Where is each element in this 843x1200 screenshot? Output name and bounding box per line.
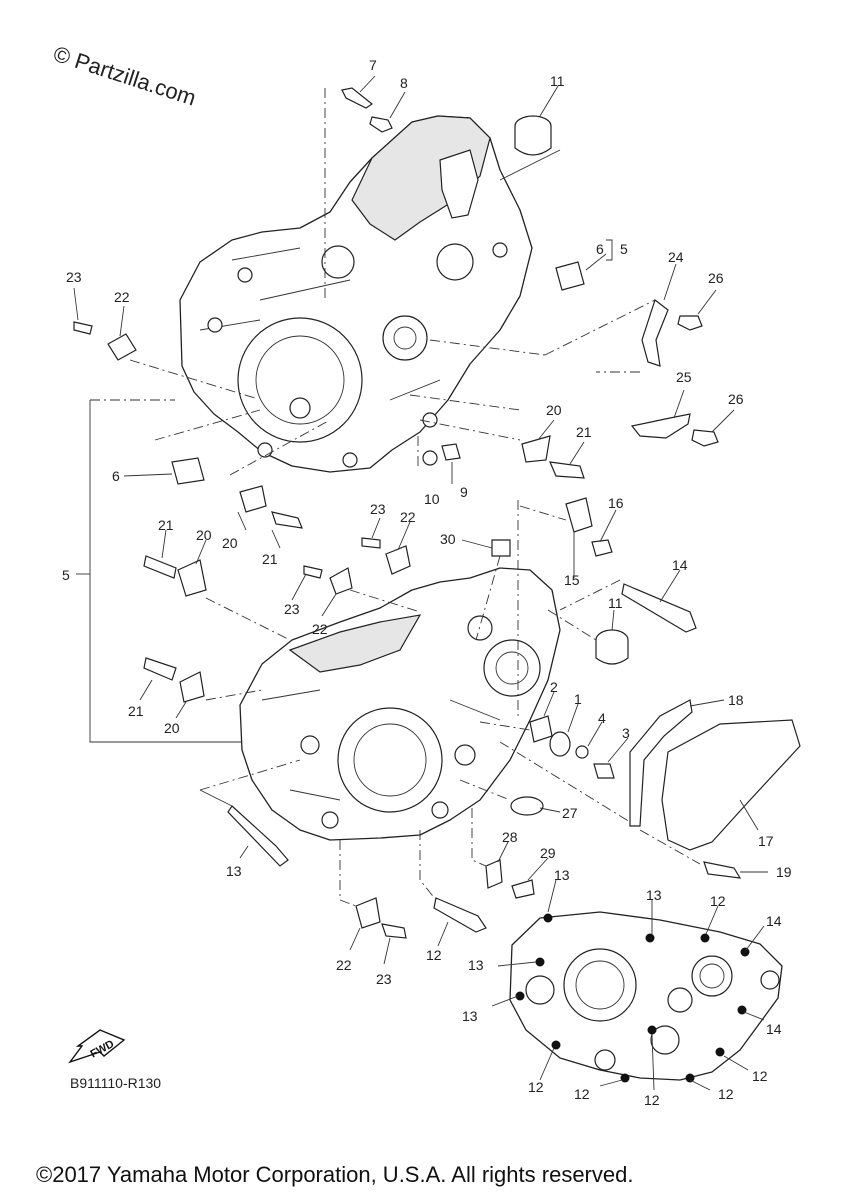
callout-13: 13 — [468, 957, 484, 973]
callout-labels: 7 8 11 6 5 24 26 23 22 25 26 20 21 6 10 … — [62, 57, 792, 1108]
callout-5: 5 — [62, 567, 70, 583]
callout-12: 12 — [426, 947, 442, 963]
callout-18: 18 — [728, 692, 744, 708]
callout-22: 22 — [336, 957, 352, 973]
callout-11: 11 — [550, 73, 565, 89]
callout-6: 6 — [596, 241, 604, 257]
copyright-notice: ©2017 Yamaha Motor Corporation, U.S.A. A… — [36, 1162, 633, 1187]
callout-2: 2 — [550, 679, 558, 695]
callout-13: 13 — [646, 887, 662, 903]
callout-22: 22 — [114, 289, 130, 305]
callout-16: 16 — [608, 495, 624, 511]
callout-29: 29 — [540, 845, 556, 861]
callout-14: 14 — [672, 557, 688, 573]
callout-21: 21 — [262, 551, 278, 567]
callout-23: 23 — [284, 601, 300, 617]
callout-23: 23 — [376, 971, 392, 987]
small-parts — [73, 87, 801, 939]
callout-5: 5 — [620, 241, 628, 257]
callout-3: 3 — [622, 725, 630, 741]
callout-24: 24 — [668, 249, 684, 265]
callout-13: 13 — [226, 863, 242, 879]
callout-21: 21 — [158, 517, 174, 533]
callout-13: 13 — [462, 1008, 478, 1024]
callout-14: 14 — [766, 1021, 782, 1037]
callout-7: 7 — [369, 57, 377, 73]
callout-12: 12 — [528, 1079, 544, 1095]
callout-12: 12 — [644, 1092, 660, 1108]
callout-19: 19 — [776, 864, 792, 880]
callout-20: 20 — [196, 527, 212, 543]
callout-9: 9 — [460, 484, 468, 500]
callout-28: 28 — [502, 829, 518, 845]
callout-14: 14 — [766, 913, 782, 929]
callout-22: 22 — [312, 621, 328, 637]
callout-21: 21 — [576, 424, 592, 440]
callout-15: 15 — [564, 572, 580, 588]
callout-12: 12 — [752, 1068, 768, 1084]
callout-27: 27 — [562, 805, 578, 821]
callout-26: 26 — [728, 391, 744, 407]
callout-8: 8 — [400, 75, 408, 91]
partzilla-watermark: © Partzilla.com — [50, 41, 199, 111]
callout-13: 13 — [554, 867, 570, 883]
crankcase-bolt-layout-view — [509, 911, 783, 1083]
callout-20: 20 — [164, 720, 180, 736]
callout-12: 12 — [710, 893, 726, 909]
crankcase-lower-half — [239, 567, 561, 841]
callout-10: 10 — [424, 491, 440, 507]
callout-26: 26 — [708, 270, 724, 286]
callout-17: 17 — [758, 833, 774, 849]
callout-30: 30 — [440, 531, 456, 547]
callout-12: 12 — [718, 1086, 734, 1102]
callout-25: 25 — [676, 369, 692, 385]
callout-22: 22 — [400, 509, 416, 525]
callout-6: 6 — [112, 468, 120, 484]
callout-20: 20 — [222, 535, 238, 551]
callout-20: 20 — [546, 402, 562, 418]
reference-lines — [73, 75, 768, 1091]
callout-12: 12 — [574, 1086, 590, 1102]
fwd-arrow-icon: FWD — [68, 1029, 126, 1064]
callout-1: 1 — [574, 691, 582, 707]
callout-23: 23 — [66, 269, 82, 285]
crankcase-upper-half — [179, 115, 533, 473]
callout-4: 4 — [598, 710, 606, 726]
callout-21: 21 — [128, 703, 144, 719]
diagram-code: B911110-R130 — [70, 1075, 161, 1091]
callout-11: 11 — [608, 595, 623, 611]
callout-23: 23 — [370, 501, 386, 517]
